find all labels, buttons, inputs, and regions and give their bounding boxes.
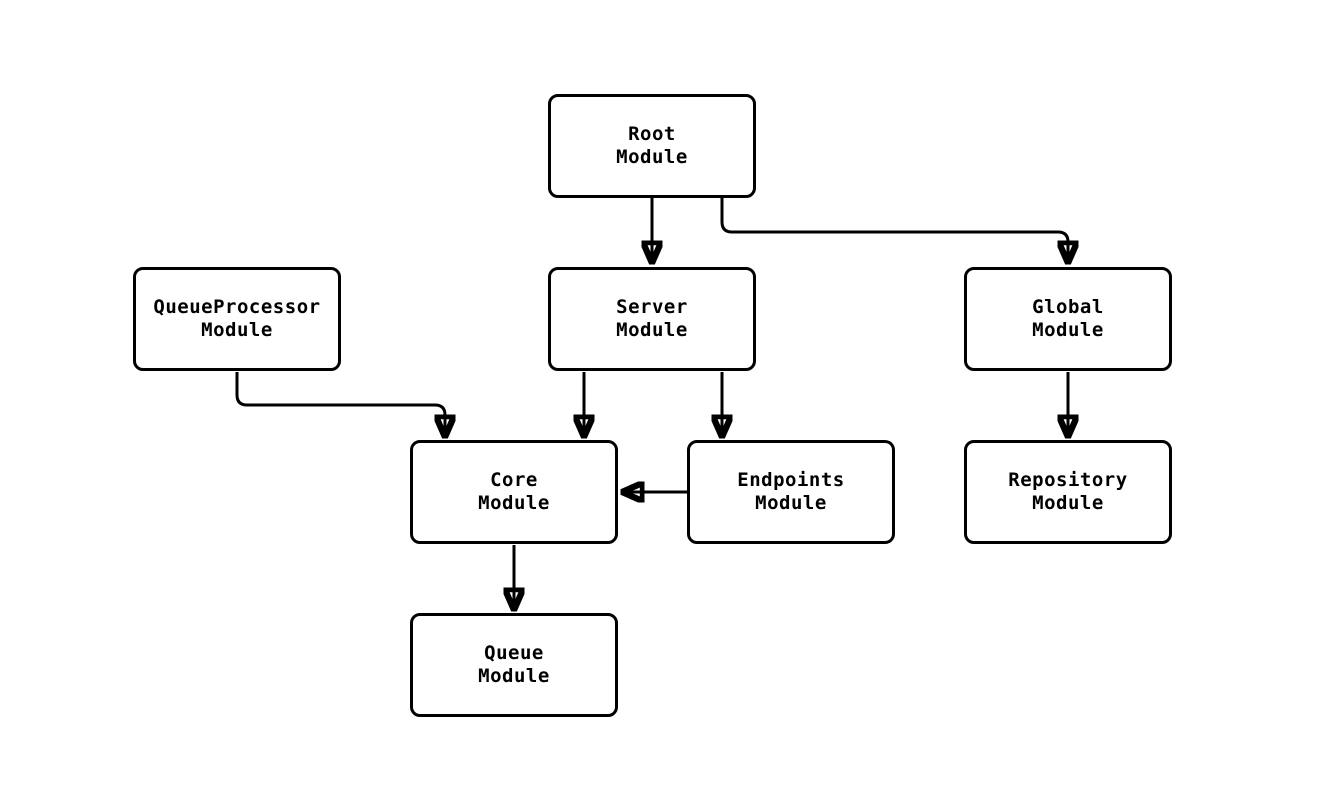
edge-queueprocessor-to-core — [235, 372, 445, 436]
node-queue-module-label: Queue Module — [478, 642, 550, 687]
node-queueprocessor-module-label: QueueProcessor Module — [153, 296, 321, 341]
node-root-module: Root Module — [548, 94, 756, 198]
node-server-module: Server Module — [548, 267, 756, 371]
node-repository-module-label: Repository Module — [1008, 469, 1128, 514]
node-core-module: Core Module — [410, 440, 618, 544]
edge-root-to-global — [720, 198, 1068, 262]
node-repository-module: Repository Module — [964, 440, 1172, 544]
node-endpoints-module-label: Endpoints Module — [737, 469, 845, 514]
node-queue-module: Queue Module — [410, 613, 618, 717]
node-server-module-label: Server Module — [616, 296, 688, 341]
node-global-module-label: Global Module — [1032, 296, 1104, 341]
node-core-module-label: Core Module — [478, 469, 550, 514]
node-root-module-label: Root Module — [616, 123, 688, 168]
node-global-module: Global Module — [964, 267, 1172, 371]
node-endpoints-module: Endpoints Module — [687, 440, 895, 544]
node-queueprocessor-module: QueueProcessor Module — [133, 267, 341, 371]
